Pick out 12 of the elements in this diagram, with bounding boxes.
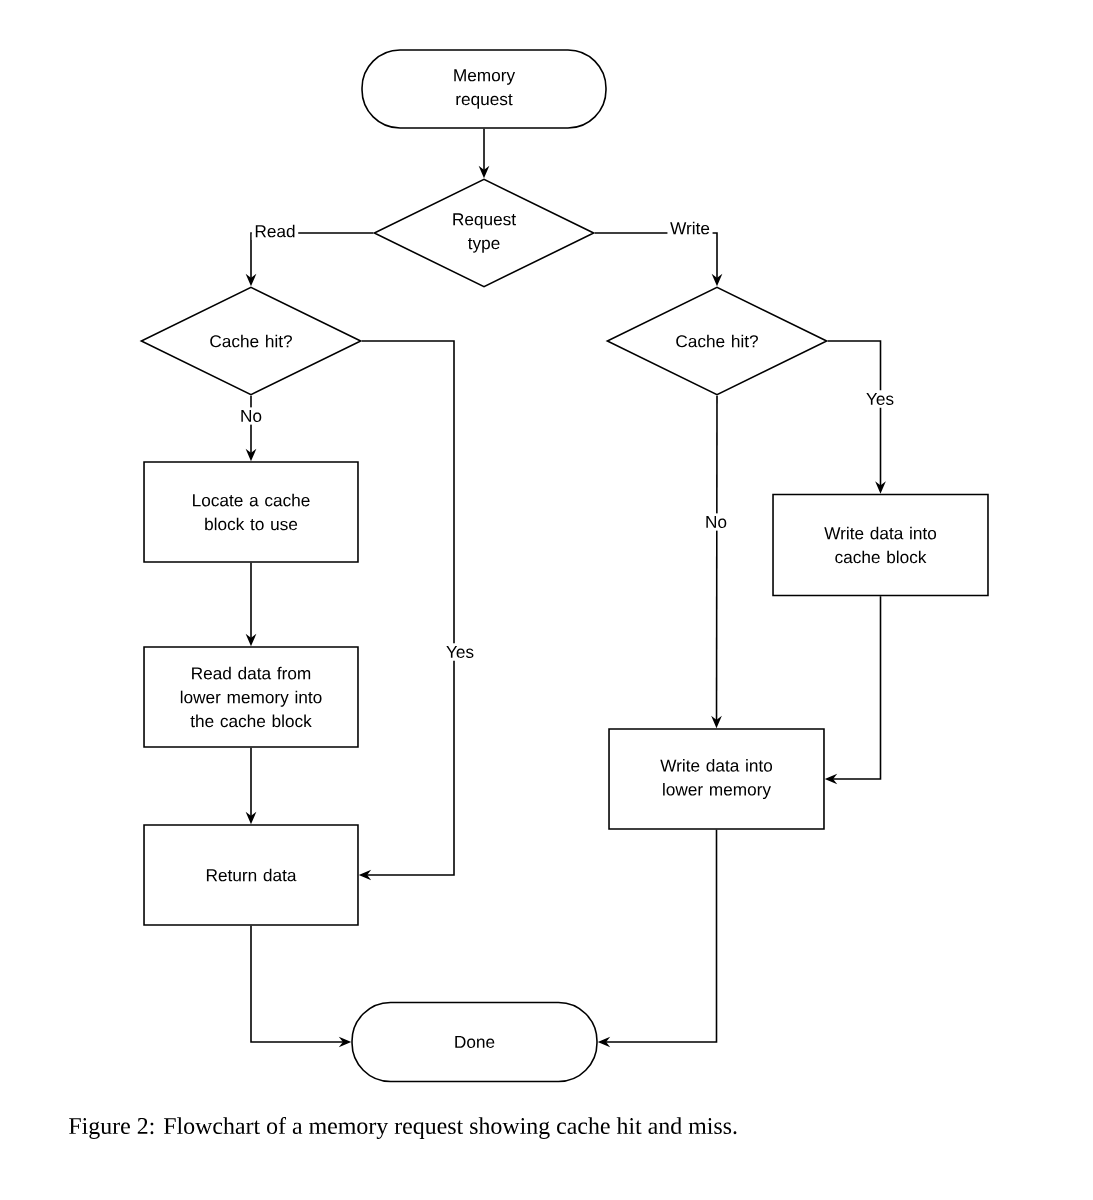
process-box: Write data into lower memory (608, 728, 825, 830)
process-box: Locate a cache block to use (143, 461, 359, 563)
edge-label: Read (251, 222, 299, 240)
edge-label: No (702, 513, 730, 531)
edge-label: Write (667, 219, 713, 237)
edge-label: Yes (443, 643, 477, 661)
edge-label: Yes (863, 390, 897, 408)
caption: Figure 2: Flowchart of a memory request showing cache hit and miss. (69, 1117, 737, 1139)
process-box: Write data into cache block (772, 493, 989, 597)
process-box: Read data from lower memory into the cache block (143, 646, 359, 748)
process-box: Return data (143, 824, 359, 926)
edge-label: No (237, 407, 265, 425)
